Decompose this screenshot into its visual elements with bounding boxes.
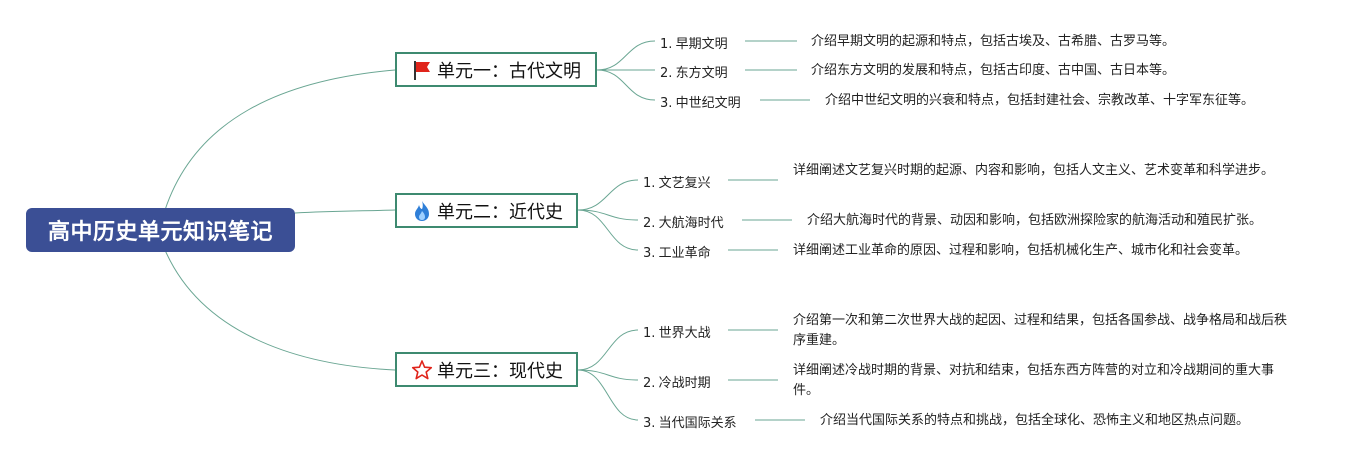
subtopic-early-civilization[interactable]: 1. 早期文明	[660, 37, 728, 52]
unit-to-subtopic-link	[577, 179, 639, 211]
unit-to-subtopic-link	[577, 329, 639, 371]
subtopic-medieval-civilization[interactable]: 3. 中世纪文明	[660, 96, 741, 111]
unit-topic-contemporary[interactable]: 单元三：现代史	[395, 352, 578, 387]
subtopic-age-of-discovery[interactable]: 2. 大航海时代	[643, 216, 724, 231]
unit-to-subtopic-link	[577, 369, 639, 381]
subtopic-description: 详细阐述工业革命的原因、过程和影响，包括机械化生产、城市化和社会变革。	[793, 243, 1249, 258]
root-topic[interactable]: 高中历史单元知识笔记	[26, 208, 295, 252]
subtopic-description: 介绍中世纪文明的兴衰和特点，包括封建社会、宗教改革、十字军东征等。	[825, 93, 1255, 108]
root-to-unit-link	[164, 249, 396, 371]
unit-label: 单元三：现代史	[437, 360, 563, 382]
star-outline-icon	[411, 359, 433, 381]
fire-icon	[411, 200, 433, 222]
subtopic-description: 详细阐述冷战时期的背景、对抗和结束，包括东西方阵营的对立和冷战期间的重大事件。	[793, 363, 1275, 398]
subtopic-description: 详细阐述文艺复兴时期的起源、内容和影响，包括人文主义、艺术变革和科学进步。	[793, 163, 1275, 178]
unit-to-subtopic-link	[577, 369, 639, 421]
subtopic-cold-war[interactable]: 2. 冷战时期	[643, 376, 711, 391]
red-flag-icon	[411, 59, 433, 81]
unit-to-subtopic-link	[596, 69, 656, 101]
subtopic-description: 介绍第一次和第二次世界大战的起因、过程和结果，包括各国参战、战争格局和战后秩序重…	[793, 313, 1288, 348]
subtopic-description: 介绍东方文明的发展和特点，包括古印度、古中国、古日本等。	[811, 63, 1176, 78]
subtopic-renaissance[interactable]: 1. 文艺复兴	[643, 176, 711, 191]
unit-topic-ancient[interactable]: 单元一：古代文明	[395, 52, 597, 87]
root-to-unit-link	[294, 209, 396, 214]
root-to-unit-link	[164, 69, 396, 211]
subtopic-eastern-civilization[interactable]: 2. 东方文明	[660, 66, 728, 81]
unit-label: 单元一：古代文明	[437, 60, 581, 82]
subtopic-industrial-revolution[interactable]: 3. 工业革命	[643, 246, 711, 261]
subtopic-contemporary-relations[interactable]: 3. 当代国际关系	[643, 416, 737, 431]
subtopic-description: 介绍当代国际关系的特点和挑战，包括全球化、恐怖主义和地区热点问题。	[820, 413, 1250, 428]
unit-to-subtopic-link	[596, 40, 656, 71]
unit-topic-modern-early[interactable]: 单元二：近代史	[395, 193, 578, 228]
unit-label: 单元二：近代史	[437, 201, 563, 223]
subtopic-world-wars[interactable]: 1. 世界大战	[643, 326, 711, 341]
unit-to-subtopic-link	[577, 209, 639, 221]
unit-to-subtopic-link	[577, 209, 639, 251]
subtopic-description: 介绍早期文明的起源和特点，包括古埃及、古希腊、古罗马等。	[811, 34, 1176, 49]
subtopic-description: 介绍大航海时代的背景、动因和影响，包括欧洲探险家的航海活动和殖民扩张。	[807, 213, 1263, 228]
root-title: 高中历史单元知识笔记	[47, 220, 273, 245]
